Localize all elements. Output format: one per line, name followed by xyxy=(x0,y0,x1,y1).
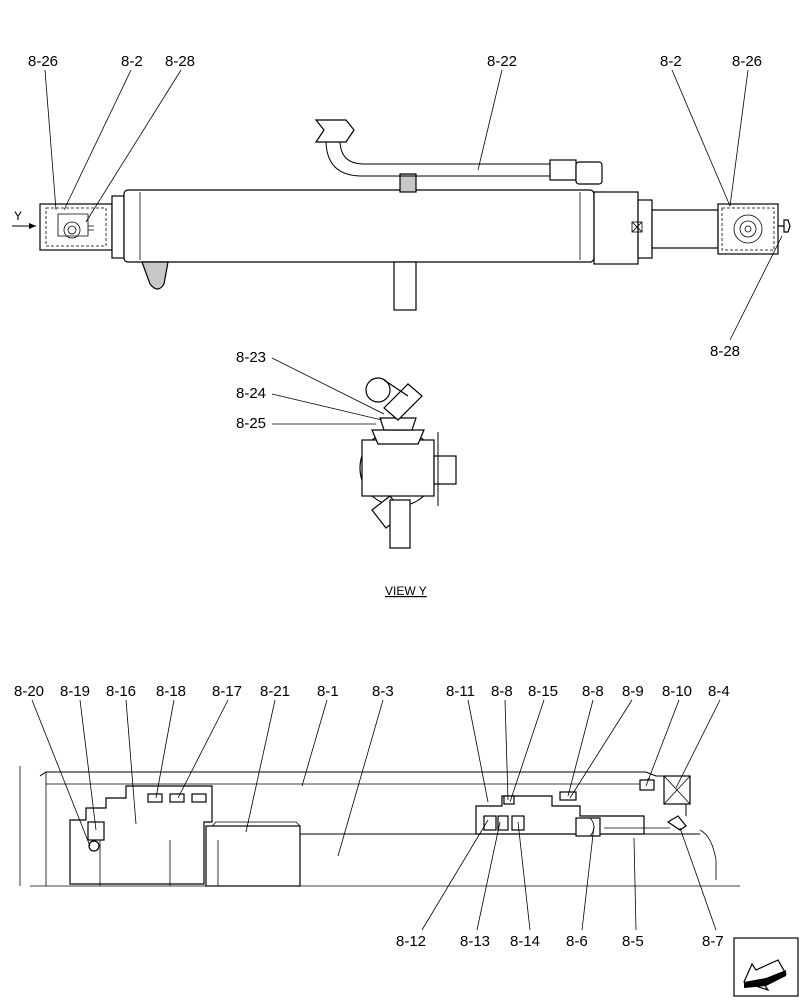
label-8-11: 8-11 xyxy=(446,683,475,700)
label-8-7: 8-7 xyxy=(702,933,724,950)
label-8-2-left: 8-2 xyxy=(121,53,143,70)
section-leader-lines xyxy=(31,699,721,931)
label-8-2-right: 8-2 xyxy=(660,53,682,70)
label-8-8-b: 8-8 xyxy=(582,683,604,700)
arrow-y-label: Y xyxy=(14,209,22,223)
label-8-26-left: 8-26 xyxy=(28,53,58,70)
label-8-13: 8-13 xyxy=(460,933,490,950)
label-8-9: 8-9 xyxy=(622,683,644,700)
label-8-22: 8-22 xyxy=(487,53,517,70)
label-8-25: 8-25 xyxy=(236,415,266,432)
label-8-8-a: 8-8 xyxy=(491,683,513,700)
label-8-28-right: 8-28 xyxy=(710,343,740,360)
label-8-26-right: 8-26 xyxy=(732,53,762,70)
label-8-10: 8-10 xyxy=(662,683,692,700)
label-8-12: 8-12 xyxy=(396,933,426,950)
cylinder-side-view xyxy=(12,119,791,311)
label-8-18: 8-18 xyxy=(156,683,186,700)
label-8-4: 8-4 xyxy=(708,683,730,700)
next-page-arrow-icon[interactable] xyxy=(733,937,799,997)
view-y-leaders xyxy=(271,357,385,425)
label-8-21: 8-21 xyxy=(260,683,290,700)
label-8-14: 8-14 xyxy=(510,933,540,950)
label-8-16: 8-16 xyxy=(106,683,136,700)
cylinder-section-view xyxy=(19,766,740,887)
label-8-17: 8-17 xyxy=(212,683,242,700)
label-8-5: 8-5 xyxy=(622,933,644,950)
label-8-1: 8-1 xyxy=(317,683,339,700)
label-8-20: 8-20 xyxy=(14,683,44,700)
label-8-28-left: 8-28 xyxy=(165,53,195,70)
label-8-15: 8-15 xyxy=(528,683,558,700)
label-8-23: 8-23 xyxy=(236,349,266,366)
top-leader-lines xyxy=(44,69,783,341)
view-y-title: VIEW Y xyxy=(385,584,427,598)
label-8-19: 8-19 xyxy=(60,683,90,700)
label-8-24: 8-24 xyxy=(236,385,266,402)
label-8-6: 8-6 xyxy=(566,933,588,950)
label-8-3: 8-3 xyxy=(372,683,394,700)
view-y-drawing: VIEW Y xyxy=(359,377,457,598)
